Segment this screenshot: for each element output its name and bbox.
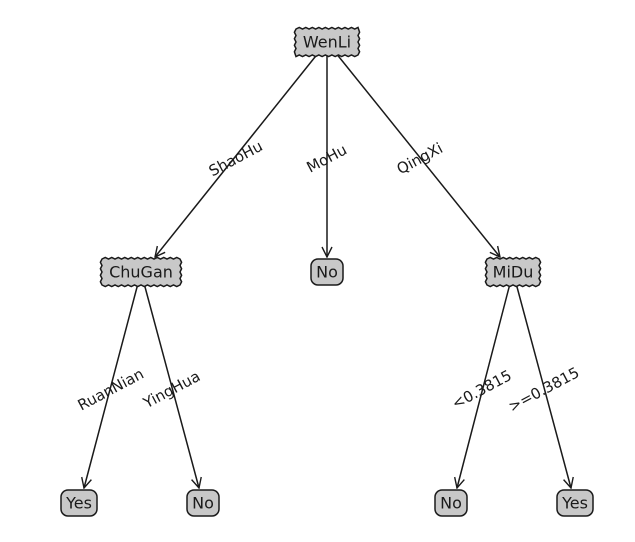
leaf-node-box [60, 489, 98, 517]
edge-arrow-root-to-chugan [155, 41, 328, 257]
leaf-node-yinghua_leaf: No [186, 489, 220, 517]
decision-node-chugan: ChuGan [99, 256, 183, 288]
decision-node-root: WenLi [293, 26, 361, 58]
leaf-node-mohu_leaf: No [310, 258, 344, 286]
decision-node-box [293, 26, 361, 58]
leaf-node-label: No [440, 494, 462, 513]
edge-arrow-midu-to-ge_leaf [512, 271, 571, 488]
edge-label: <0.3815 [449, 366, 515, 412]
leaf-node-lt_leaf: No [434, 489, 468, 517]
leaf-node-box [434, 489, 468, 517]
edge-arrow-chugan-to-ruannian_leaf [84, 271, 142, 488]
leaf-node-label: No [316, 263, 338, 282]
decision-node-label: ChuGan [109, 263, 173, 282]
edge-arrow-midu-to-lt_leaf [457, 271, 514, 488]
decision-node-label: MiDu [493, 263, 534, 282]
edge-label: QingXi [394, 139, 446, 178]
decision-node-label: WenLi [303, 33, 351, 52]
leaf-node-box [310, 258, 344, 286]
leaf-node-ge_leaf: Yes [556, 489, 594, 517]
decision-node-midu: MiDu [484, 256, 542, 288]
edge-label: ShaoHu [206, 137, 266, 180]
decision-node-box [484, 256, 542, 288]
edges-layer [84, 41, 571, 488]
leaf-node-label: No [192, 494, 214, 513]
leaf-node-label: Yes [561, 494, 588, 513]
edge-arrow-root-to-midu [326, 41, 500, 257]
edge-label: YingHua [139, 367, 203, 412]
leaf-node-ruannian_leaf: Yes [60, 489, 98, 517]
leaf-node-label: Yes [65, 494, 92, 513]
decision-node-box [99, 256, 183, 288]
leaf-node-box [556, 489, 594, 517]
edge-label: >=0.3815 [505, 363, 582, 415]
edge-arrow-chugan-to-yinghua_leaf [140, 271, 199, 488]
leaf-node-box [186, 489, 220, 517]
edge-label: RuanNian [75, 365, 147, 415]
